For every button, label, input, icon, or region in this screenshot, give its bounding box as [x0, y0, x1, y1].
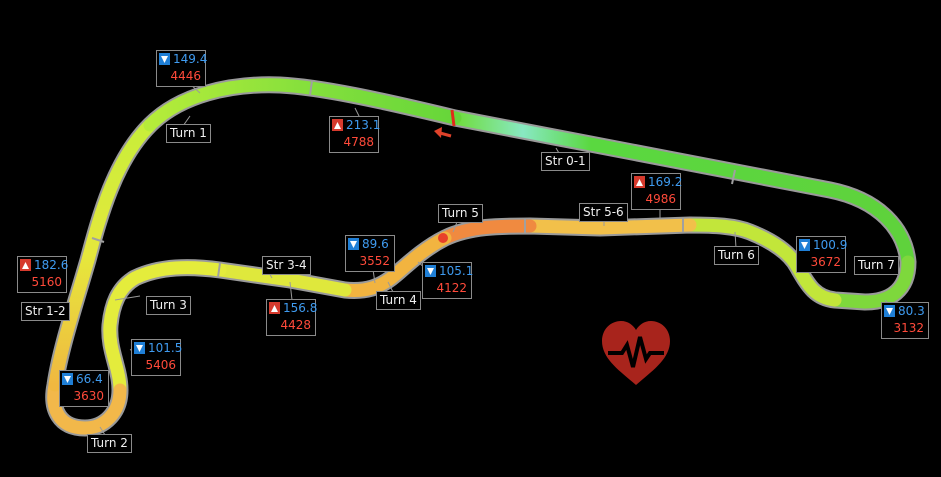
- speed-value: 156.8: [283, 301, 318, 315]
- speed-value: 100.9: [813, 238, 848, 252]
- segment-turn-2: [47, 378, 127, 435]
- rpm-value: 3132: [893, 321, 924, 335]
- marker-max-speed: 169.2 4986: [631, 173, 683, 210]
- arrow-down-icon: [159, 53, 170, 65]
- arrow-up-icon: [634, 176, 645, 188]
- speed-value: 89.6: [362, 237, 389, 251]
- arrow-down-icon: [62, 373, 73, 385]
- rpm-value: 3552: [359, 254, 390, 268]
- segment-turn-3: [103, 261, 227, 397]
- arrow-up-icon: [269, 302, 280, 314]
- rpm-value: 4446: [170, 69, 201, 83]
- rpm-value: 3630: [73, 389, 104, 403]
- arrow-up-icon: [332, 119, 343, 131]
- speed-value: 101.5: [148, 341, 183, 355]
- start-finish-line: [450, 109, 456, 127]
- label-turn-6: Turn 6: [714, 246, 759, 265]
- arrow-down-icon: [799, 239, 810, 251]
- label-str-0-1: Str 0-1: [541, 152, 590, 171]
- sector-ticks: [91, 80, 736, 278]
- speed-value: 169.2: [648, 175, 683, 189]
- segment-str-5-6: [523, 218, 697, 235]
- marker-max-speed: 182.6 5160: [17, 256, 69, 293]
- rpm-value: 4122: [436, 281, 467, 295]
- speed-value: 105.1: [439, 264, 474, 278]
- rpm-value: 3672: [810, 255, 841, 269]
- rpm-value: 4788: [343, 135, 374, 149]
- arrow-down-icon: [348, 238, 359, 250]
- marker-min-speed: 100.9 3672: [796, 236, 848, 273]
- segment-str-3-4: [213, 263, 352, 297]
- label-turn-3: Turn 3: [146, 296, 191, 315]
- label-turn-2: Turn 2: [87, 434, 132, 453]
- label-turn-5: Turn 5: [438, 204, 483, 223]
- rpm-value: 5406: [145, 358, 176, 372]
- marker-min-speed: 80.3 3132: [881, 302, 929, 339]
- segment-str-1-2: [48, 118, 157, 392]
- rpm-value: 4428: [280, 318, 311, 332]
- heart-rate-icon: [602, 321, 670, 385]
- segment-turn-1: [143, 78, 462, 132]
- direction-arrow-icon: [434, 127, 452, 138]
- rpm-value: 5160: [31, 275, 62, 289]
- segment-turn-4: [338, 231, 452, 297]
- speed-value: 66.4: [76, 372, 103, 386]
- marker-min-speed: 66.4 3630: [59, 370, 109, 407]
- marker-min-speed: 105.1 4122: [422, 262, 474, 299]
- segment-str-0-1: [448, 111, 915, 269]
- arrow-down-icon: [425, 265, 436, 277]
- rpm-value: 4986: [645, 192, 676, 206]
- label-turn-7: Turn 7: [854, 256, 899, 275]
- speed-value: 149.4: [173, 52, 208, 66]
- speed-value: 213.1: [346, 118, 381, 132]
- arrow-up-icon: [20, 259, 31, 271]
- arrow-down-icon: [134, 342, 145, 354]
- marker-min-speed: 101.5 5406: [131, 339, 183, 376]
- label-str-1-2: Str 1-2: [21, 302, 70, 321]
- segment-turn-5: [438, 219, 537, 245]
- marker-min-speed: 89.6 3552: [345, 235, 395, 272]
- speed-value: 182.6: [34, 258, 69, 272]
- arrow-down-icon: [884, 305, 895, 317]
- label-str-3-4: Str 3-4: [262, 256, 311, 275]
- speed-value: 80.3: [898, 304, 925, 318]
- marker-max-speed: 213.1 4788: [329, 116, 381, 153]
- segment-turn-7: [828, 255, 915, 309]
- segment-turn-6: [683, 218, 842, 307]
- label-str-5-6: Str 5-6: [579, 203, 628, 222]
- label-turn-1: Turn 1: [166, 124, 211, 143]
- label-turn-4: Turn 4: [376, 291, 421, 310]
- marker-max-speed: 156.8 4428: [266, 299, 318, 336]
- car-position-dot: [438, 233, 448, 243]
- marker-min-speed: 149.4 4446: [156, 50, 208, 87]
